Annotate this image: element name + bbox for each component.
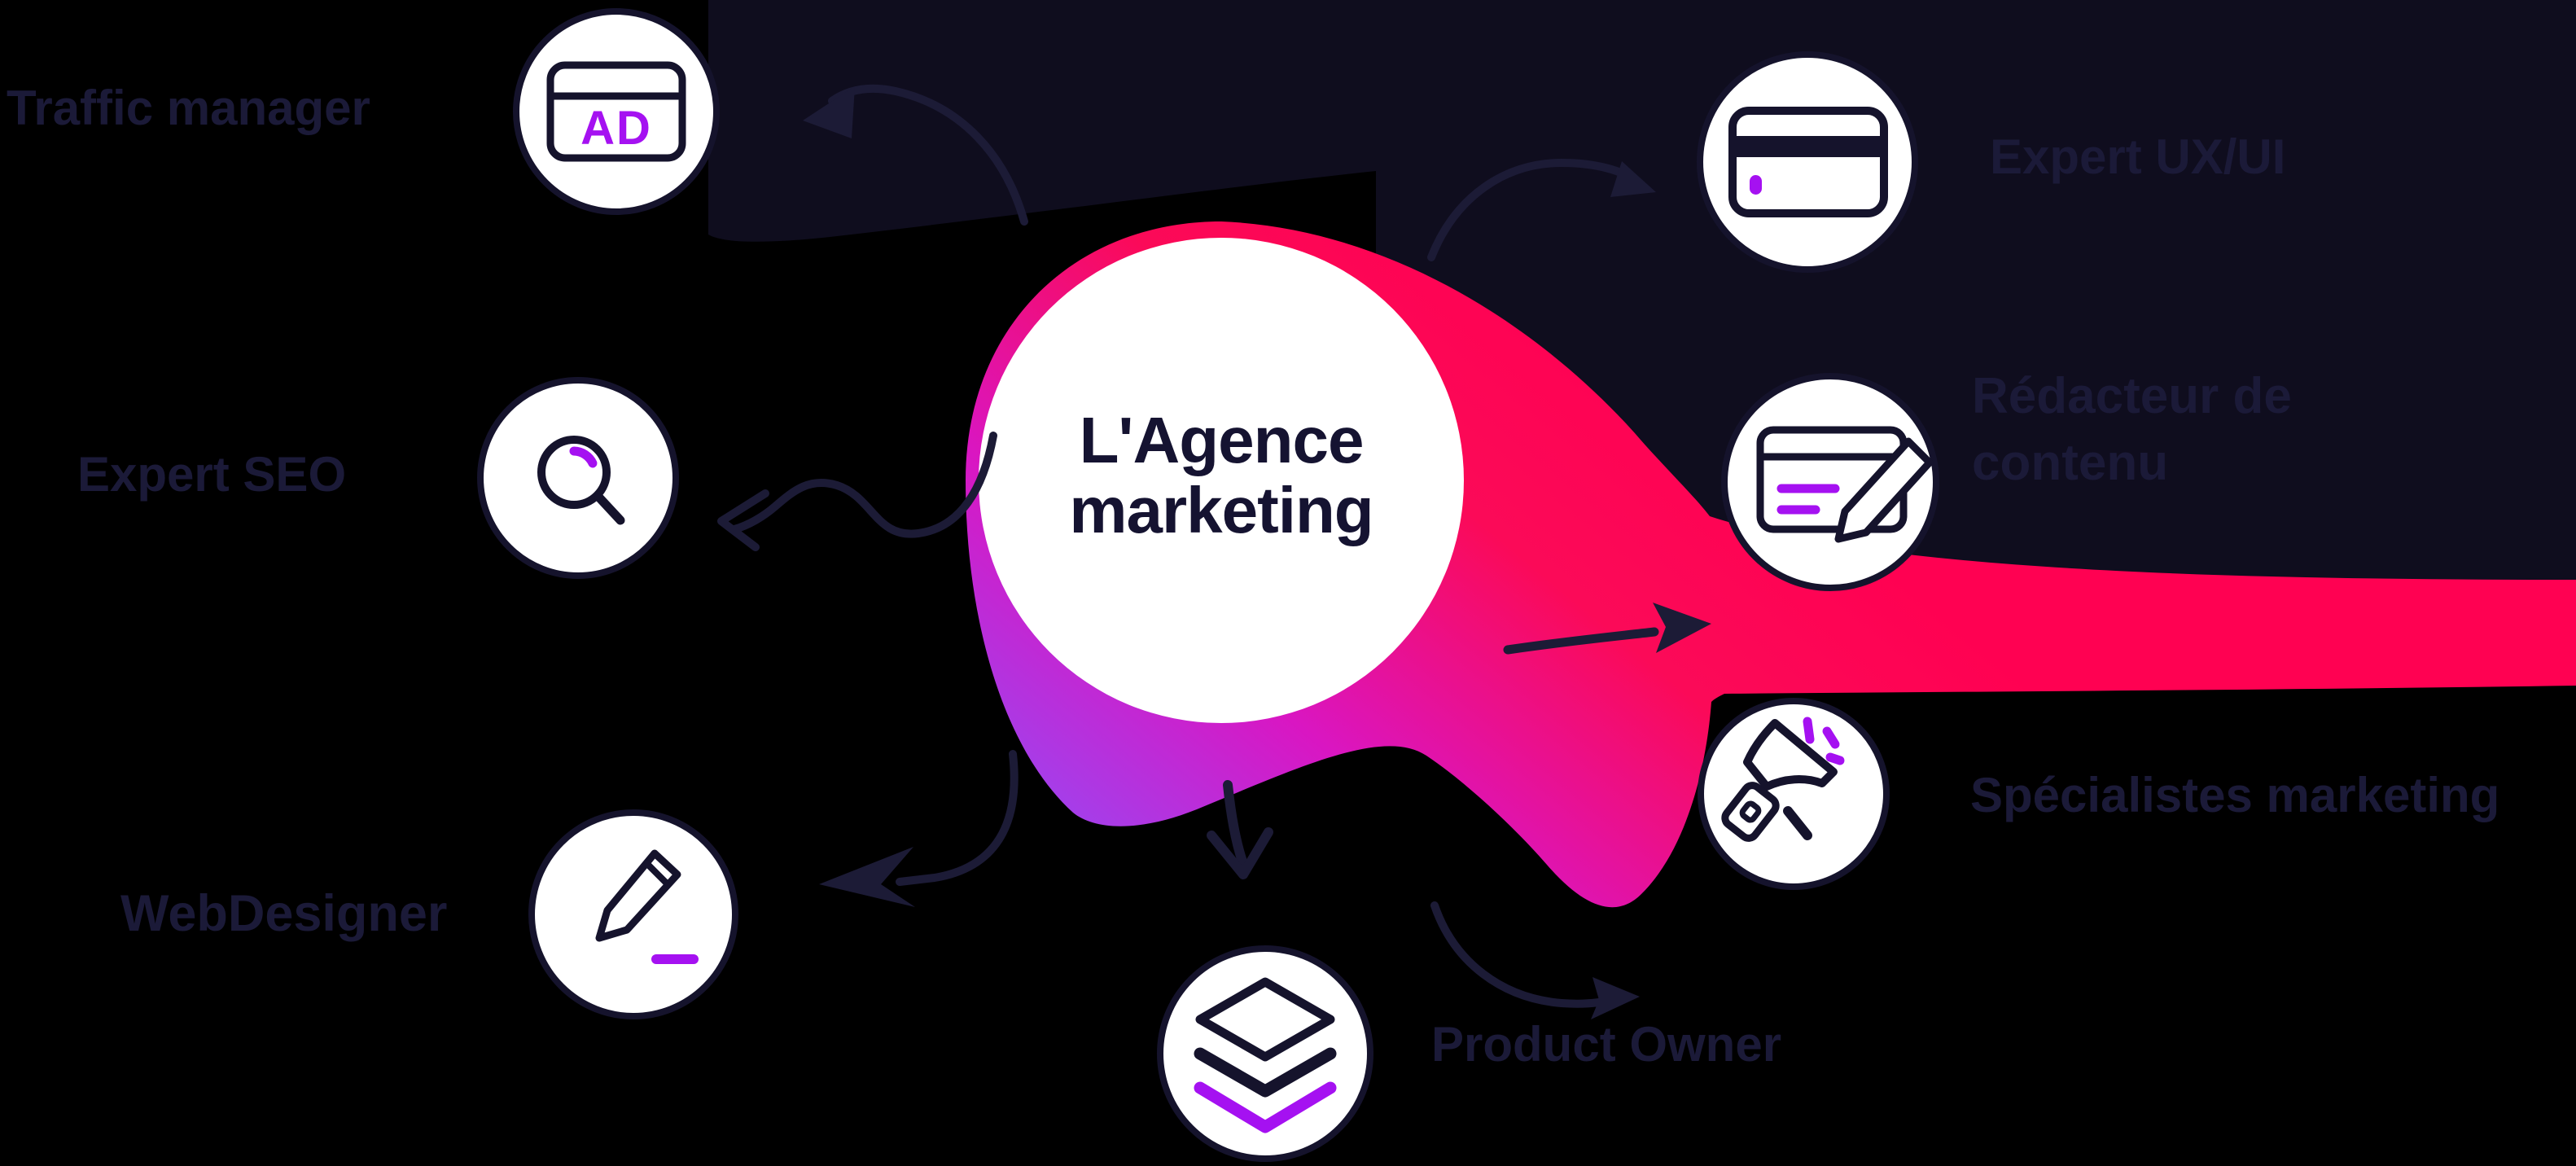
navy-backdrop-panel	[708, 0, 2576, 643]
browser-card-icon	[1728, 107, 1888, 217]
pencil-icon	[595, 849, 699, 964]
connector-arrows	[717, 84, 1711, 1019]
center-title: L'Agence marketing	[1069, 404, 1373, 547]
layers-icon	[1194, 977, 1337, 1133]
node-circle-seo	[477, 377, 679, 579]
label-traffic-manager: Traffic manager	[7, 81, 370, 135]
label-specialistes-marketing: Spécialistes marketing	[1970, 768, 2500, 822]
arrow-to-expert-ux	[1427, 159, 1656, 261]
label-webdesigner: WebDesigner	[120, 885, 448, 942]
label-product-owner: Product Owner	[1431, 1017, 1782, 1072]
arrow-to-product-owner	[1207, 780, 1273, 879]
arrow-to-expert-seo	[717, 432, 997, 551]
label-redacteur-de-contenu: Rédacteur de contenu	[1972, 368, 2292, 491]
magnifier-icon	[537, 436, 625, 525]
label-expert-seo: Expert SEO	[77, 447, 347, 502]
writing-pad-icon	[1756, 426, 1934, 543]
ad-badge-text: AD	[580, 102, 652, 155]
node-circles	[477, 8, 1939, 1162]
node-circle-web	[528, 809, 738, 1019]
arrow-to-redacteur	[1503, 603, 1711, 655]
ad-browser-icon: AD	[546, 61, 686, 162]
node-circle-marketing	[1698, 698, 1890, 890]
arrow-to-marketing	[1430, 901, 1640, 1019]
center-circle	[979, 238, 1464, 723]
label-expert-ux-ui: Expert UX/UI	[1990, 129, 2286, 184]
arrow-to-traffic-manager	[803, 84, 1028, 226]
arrow-to-webdesigner	[819, 750, 1019, 907]
megaphone-icon	[1721, 717, 1845, 842]
